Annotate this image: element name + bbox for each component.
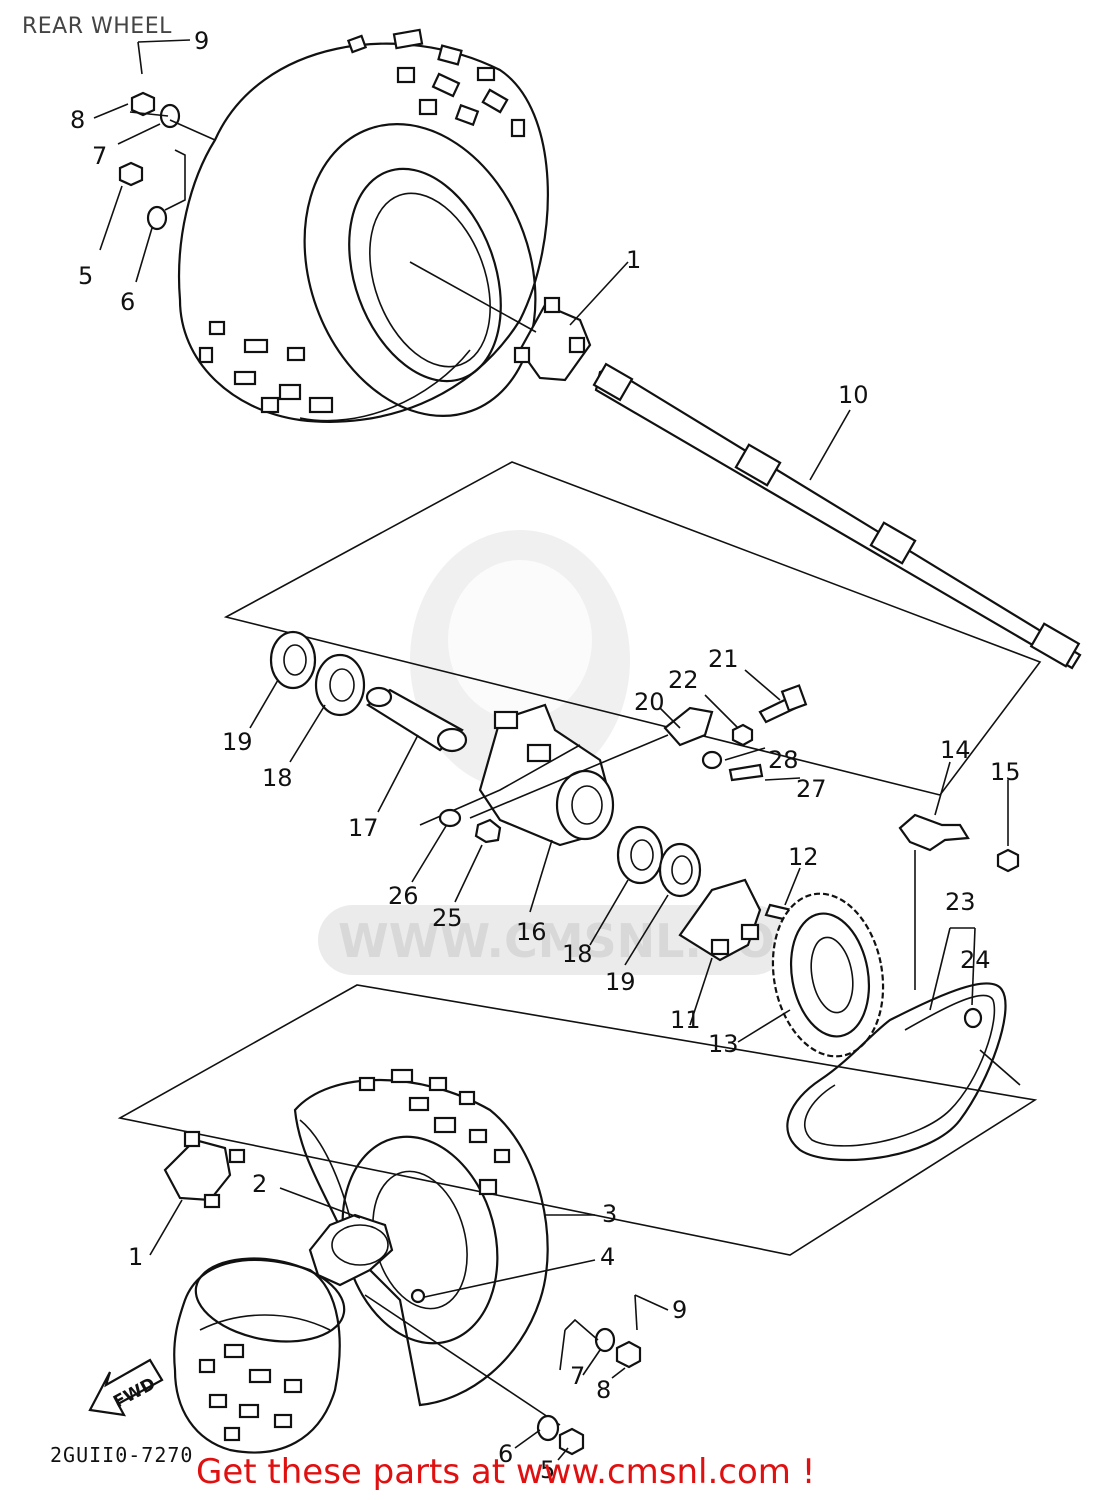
callout-11: 11: [670, 1006, 701, 1034]
fwd-arrow: FWD: [88, 1358, 164, 1417]
diagram-code: 2GUII0-7270: [50, 1443, 193, 1467]
upper-tire: [177, 28, 549, 423]
callout-17: 17: [348, 814, 379, 842]
lower-hardware: [514, 1294, 669, 1461]
callout-10: 10: [838, 381, 869, 409]
callout-1-bottom: 1: [128, 1243, 143, 1271]
lower-assembly-plane: [117, 984, 1038, 1256]
callout-2: 2: [252, 1170, 267, 1198]
callout-18-right: 18: [562, 940, 593, 968]
upper-hub: [409, 261, 629, 382]
caliper-bracket-hardware: [469, 669, 808, 819]
callout-28: 28: [768, 746, 799, 774]
lower-tire-assembly: [173, 1068, 596, 1454]
callout-labels: 9 8 7 5 6 1 10 19 18 17 20 22 21 28 27 1…: [70, 27, 1021, 1484]
upper-hardware: [93, 39, 216, 283]
footer-link-banner[interactable]: Get these parts at www.cmsnl.com !: [196, 1452, 816, 1492]
right-bearing-seal: [589, 825, 702, 966]
callout-4: 4: [600, 1243, 615, 1271]
callout-12: 12: [788, 843, 819, 871]
lower-hub: [149, 1130, 246, 1256]
callout-16: 16: [516, 918, 547, 946]
housing-bolt-washer: [411, 808, 502, 903]
axle-hub-housing: [419, 703, 615, 913]
drive-chain: [786, 927, 1021, 1162]
callout-20: 20: [634, 688, 665, 716]
callout-25: 25: [432, 904, 463, 932]
callout-8-top: 8: [70, 106, 85, 134]
callout-24: 24: [960, 946, 991, 974]
callout-6-bottom: 6: [498, 1440, 513, 1468]
rear-axle: [592, 362, 1082, 670]
sprocket-hub: [678, 867, 802, 1026]
callout-7-top: 7: [92, 142, 107, 170]
callout-3: 3: [602, 1200, 617, 1228]
rear-sprocket: [737, 892, 885, 1058]
callout-13: 13: [708, 1030, 739, 1058]
upper-assembly-plane: [223, 461, 1042, 796]
callout-14: 14: [940, 736, 971, 764]
callout-8-bottom: 8: [596, 1376, 611, 1404]
callout-9-top: 9: [194, 27, 209, 55]
callout-5-bottom: 5: [540, 1456, 555, 1484]
collar: [365, 686, 468, 813]
callout-21: 21: [708, 645, 739, 673]
callout-6-top: 6: [120, 288, 135, 316]
callout-7-bottom: 7: [570, 1362, 585, 1390]
callout-19-right: 19: [605, 968, 636, 996]
callout-19-left: 19: [222, 728, 253, 756]
callout-1-top: 1: [626, 246, 641, 274]
callout-5-top: 5: [78, 262, 93, 290]
left-seal-bearing: [249, 630, 366, 763]
callout-26: 26: [388, 882, 419, 910]
page-title: REAR WHEEL: [22, 14, 172, 39]
callout-9-bottom: 9: [672, 1296, 687, 1324]
chain-guard-bracket: [898, 761, 1020, 990]
callout-18-left: 18: [262, 764, 293, 792]
callout-15: 15: [990, 758, 1021, 786]
callout-27: 27: [796, 775, 827, 803]
callout-22: 22: [668, 666, 699, 694]
callout-23: 23: [945, 888, 976, 916]
